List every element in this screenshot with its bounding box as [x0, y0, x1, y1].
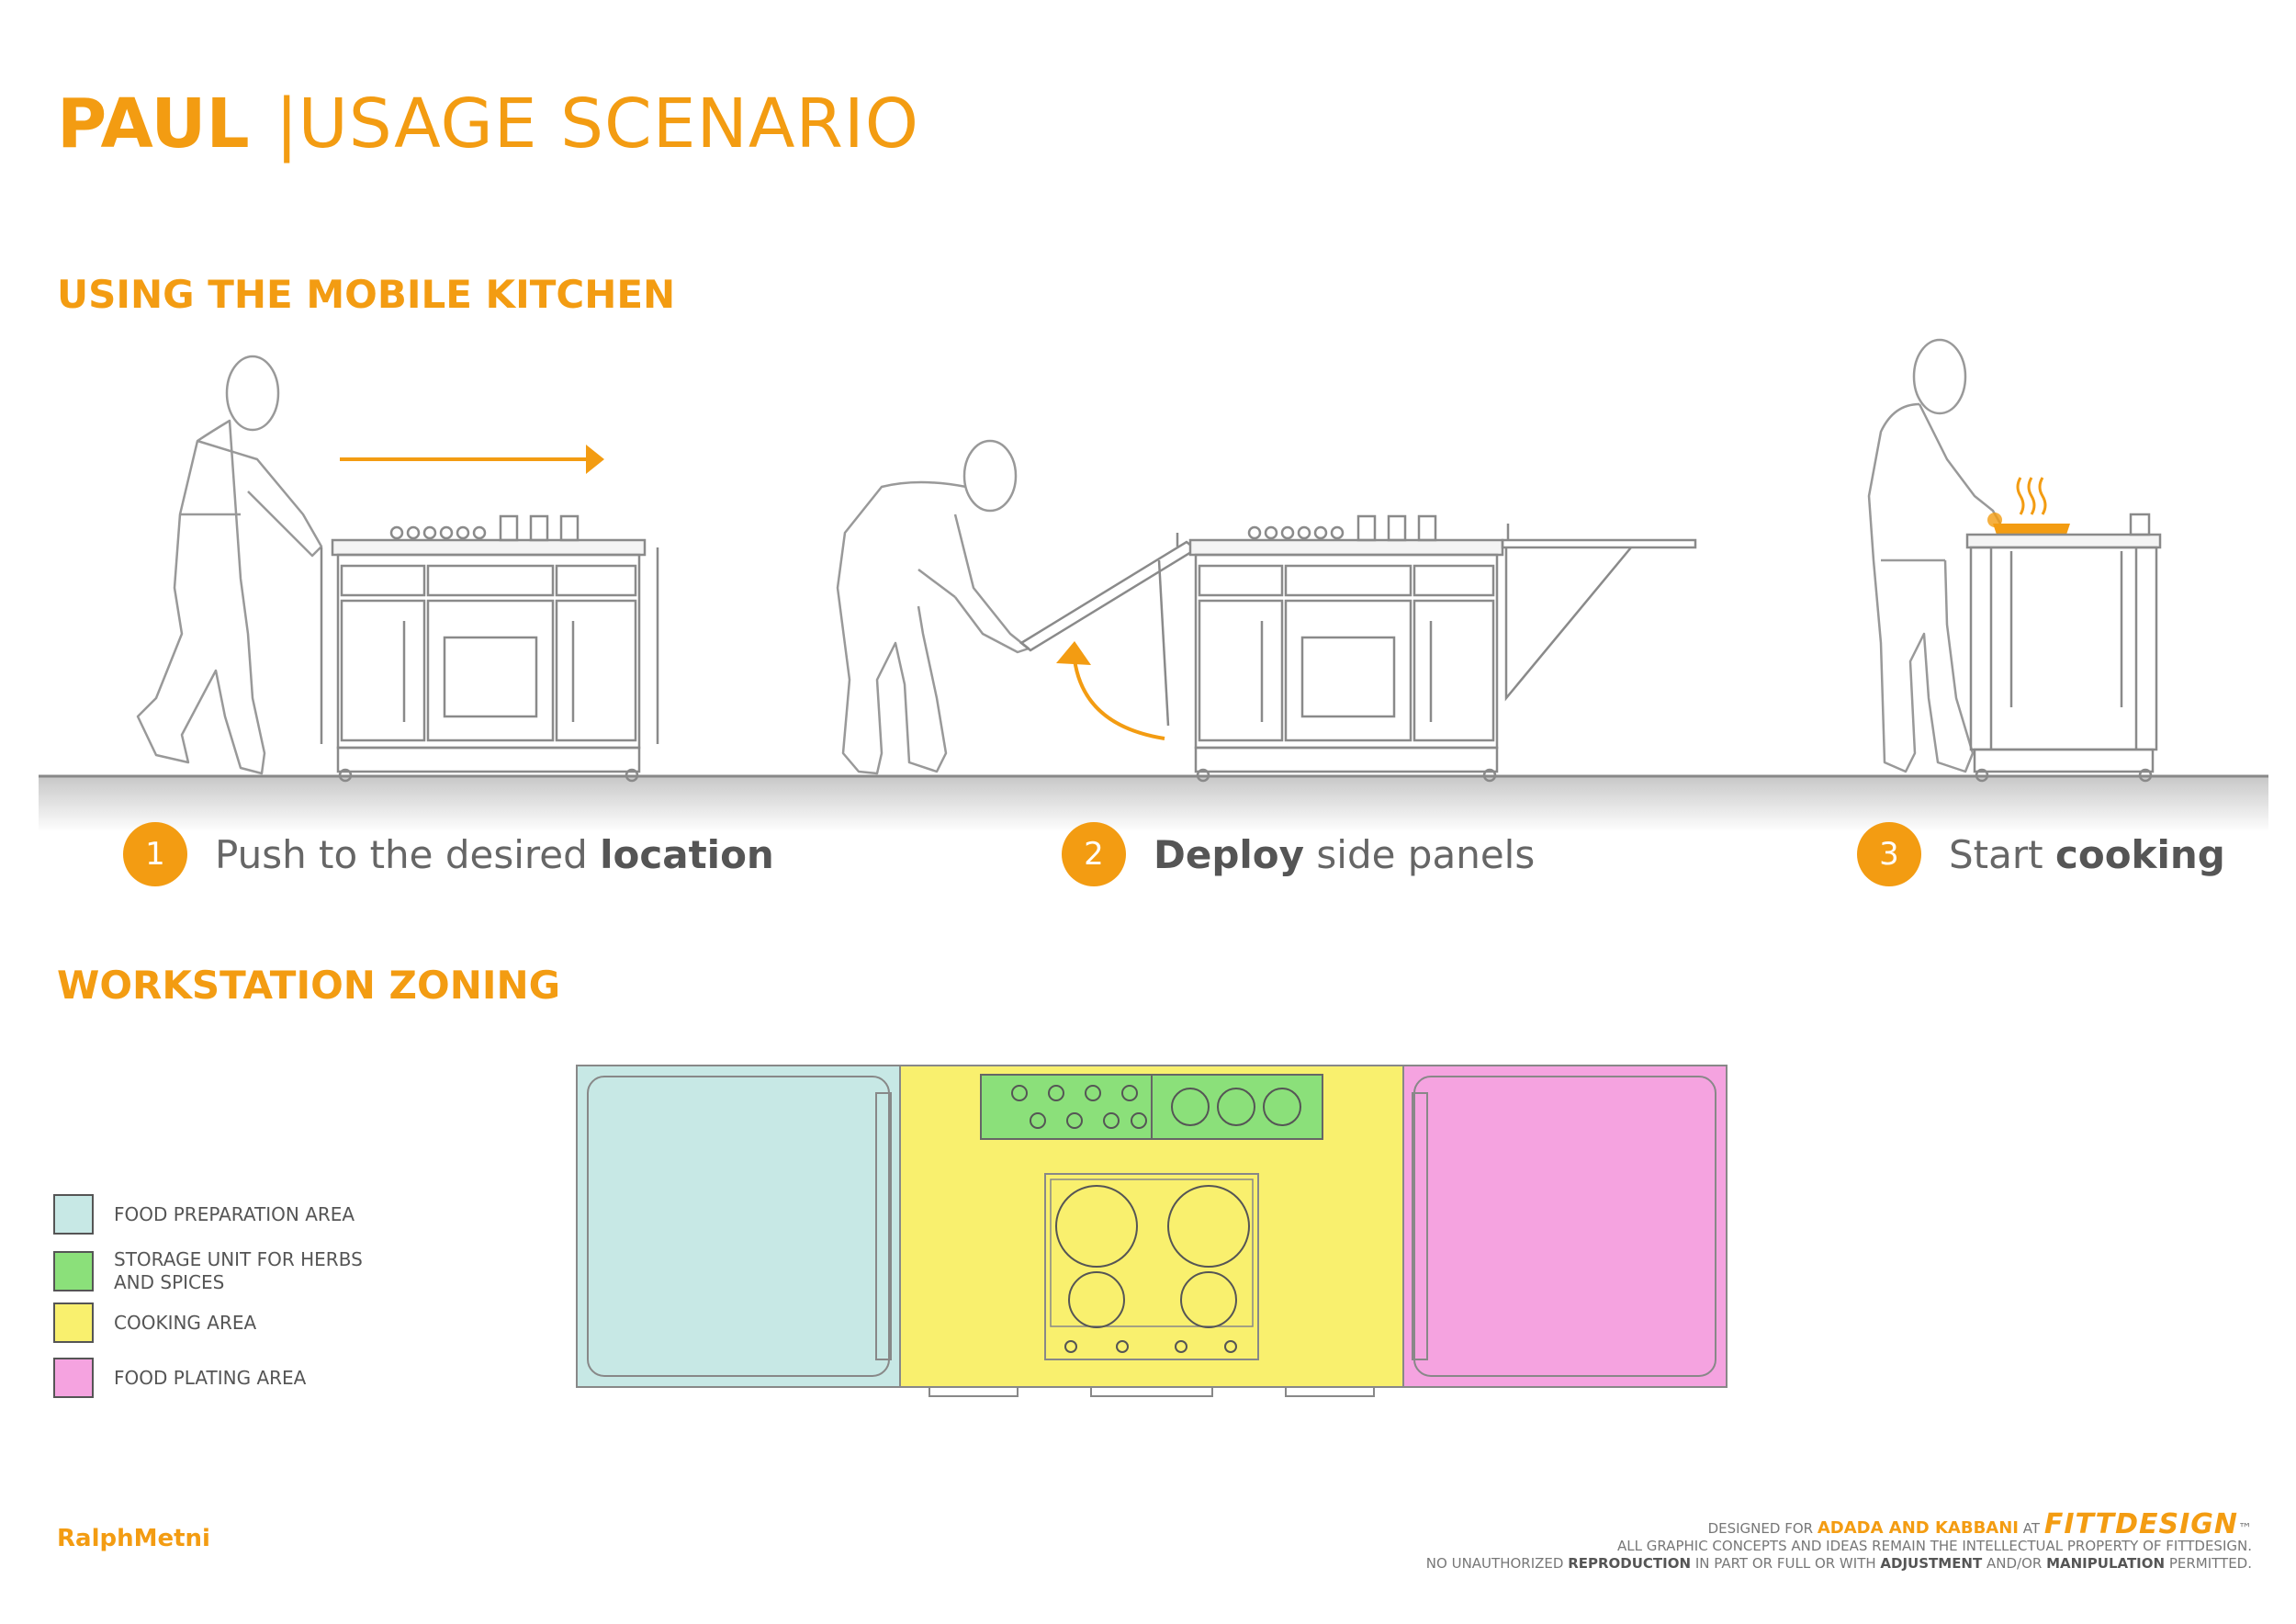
title-separator: | — [275, 85, 298, 164]
credits-client: ADADA AND KABBANI — [1817, 1518, 2019, 1538]
pan — [1993, 524, 2070, 535]
step-1-text-bold: location — [600, 831, 774, 877]
push-arrow-head — [586, 445, 604, 474]
credits-line-2: ALL GRAPHIC CONCEPTS AND IDEAS REMAIN TH… — [1617, 1538, 2252, 1554]
legend-swatch-storage — [53, 1251, 94, 1291]
deploy-arrow — [1073, 659, 1165, 740]
step-3-text: Start cooking — [1949, 832, 2225, 877]
step-2-text-plain: side panels — [1304, 831, 1536, 877]
person-pushing — [136, 355, 323, 775]
fittdesign-logo: FITTDESIGN — [2043, 1508, 2238, 1540]
section-title-zoning: WORKSTATION ZONING — [57, 963, 561, 1008]
section-title-mobile-kitchen: USING THE MOBILE KITCHEN — [57, 272, 676, 317]
credits-l3-g: PERMITTED. — [2165, 1555, 2252, 1572]
credits-l3-b: REPRODUCTION — [1568, 1555, 1692, 1572]
title-subtitle: USAGE SCENARIO — [298, 85, 919, 164]
step-2: 2 Deploy side panels — [1062, 822, 1535, 886]
credits-designed-for: DESIGNED FOR — [1707, 1520, 1814, 1537]
kitchen-unit-2 — [1188, 514, 1697, 783]
legend-swatch-prep — [53, 1194, 94, 1235]
kitchen-unit-1 — [320, 514, 659, 783]
deploying-panel — [1019, 533, 1199, 727]
legend-swatch-plating — [53, 1358, 94, 1398]
step-1-text: Push to the desired location — [215, 832, 774, 877]
credits-line-3: NO UNAUTHORIZED REPRODUCTION IN PART OR … — [1426, 1555, 2252, 1573]
step-1-text-plain: Push to the desired — [215, 831, 601, 877]
zone-prep — [576, 1065, 901, 1388]
credits-line-1: DESIGNED FOR ADADA AND KABBANI AT FITTDE… — [1426, 1511, 2252, 1539]
step-1-number: 1 — [123, 822, 187, 886]
kitchen-unit-3 — [1965, 513, 2162, 783]
legend-label-storage: STORAGE UNIT FOR HERBS AND SPICES — [114, 1248, 363, 1293]
person-cooking — [1867, 338, 2002, 773]
legend-item-plating: FOOD PLATING AREA — [53, 1358, 371, 1398]
credits-l3-e: AND/OR — [1982, 1555, 2047, 1572]
step-3: 3 Start cooking — [1857, 822, 2225, 886]
step-2-number: 2 — [1062, 822, 1126, 886]
step-3-text-bold: cooking — [2054, 831, 2225, 877]
credits-l3-d: ADJUSTMENT — [1880, 1555, 1983, 1572]
step-3-text-plain: Start — [1949, 831, 2055, 877]
legend-label-cooking: COOKING AREA — [114, 1311, 257, 1334]
legend-label-plating: FOOD PLATING AREA — [114, 1366, 307, 1389]
brand-name: PAUL — [57, 85, 250, 164]
credits-block: DESIGNED FOR ADADA AND KABBANI AT FITTDE… — [1426, 1511, 2252, 1573]
credits-at: AT — [2022, 1520, 2041, 1537]
page-title: PAUL|USAGE SCENARIO — [57, 90, 919, 158]
step-2-text: Deploy side panels — [1154, 832, 1535, 877]
zone-plating — [1402, 1065, 1728, 1388]
legend-item-prep: FOOD PREPARATION AREA — [53, 1194, 371, 1235]
legend-item-storage: STORAGE UNIT FOR HERBS AND SPICES — [53, 1248, 371, 1294]
hand-cooking — [1987, 513, 2002, 527]
step-2-text-bold: Deploy — [1154, 831, 1305, 877]
author-name: RalphMetni — [57, 1525, 210, 1552]
person-bending — [836, 439, 1030, 775]
credits-l3-f: MANIPULATION — [2046, 1555, 2166, 1572]
step-3-number: 3 — [1857, 822, 1921, 886]
logo-tm: ™ — [2238, 1520, 2252, 1537]
zoning-plan — [576, 1065, 1728, 1397]
legend-swatch-cooking — [53, 1303, 94, 1343]
deploy-arrow-head — [1056, 641, 1091, 665]
steam-icon — [2016, 477, 2047, 515]
step-1: 1 Push to the desired location — [123, 822, 774, 886]
credits-l3-a: NO UNAUTHORIZED — [1425, 1555, 1569, 1572]
legend-item-cooking: COOKING AREA — [53, 1303, 371, 1343]
credits-l3-c: IN PART OR FULL OR WITH — [1691, 1555, 1881, 1572]
legend-label-prep: FOOD PREPARATION AREA — [114, 1202, 355, 1225]
